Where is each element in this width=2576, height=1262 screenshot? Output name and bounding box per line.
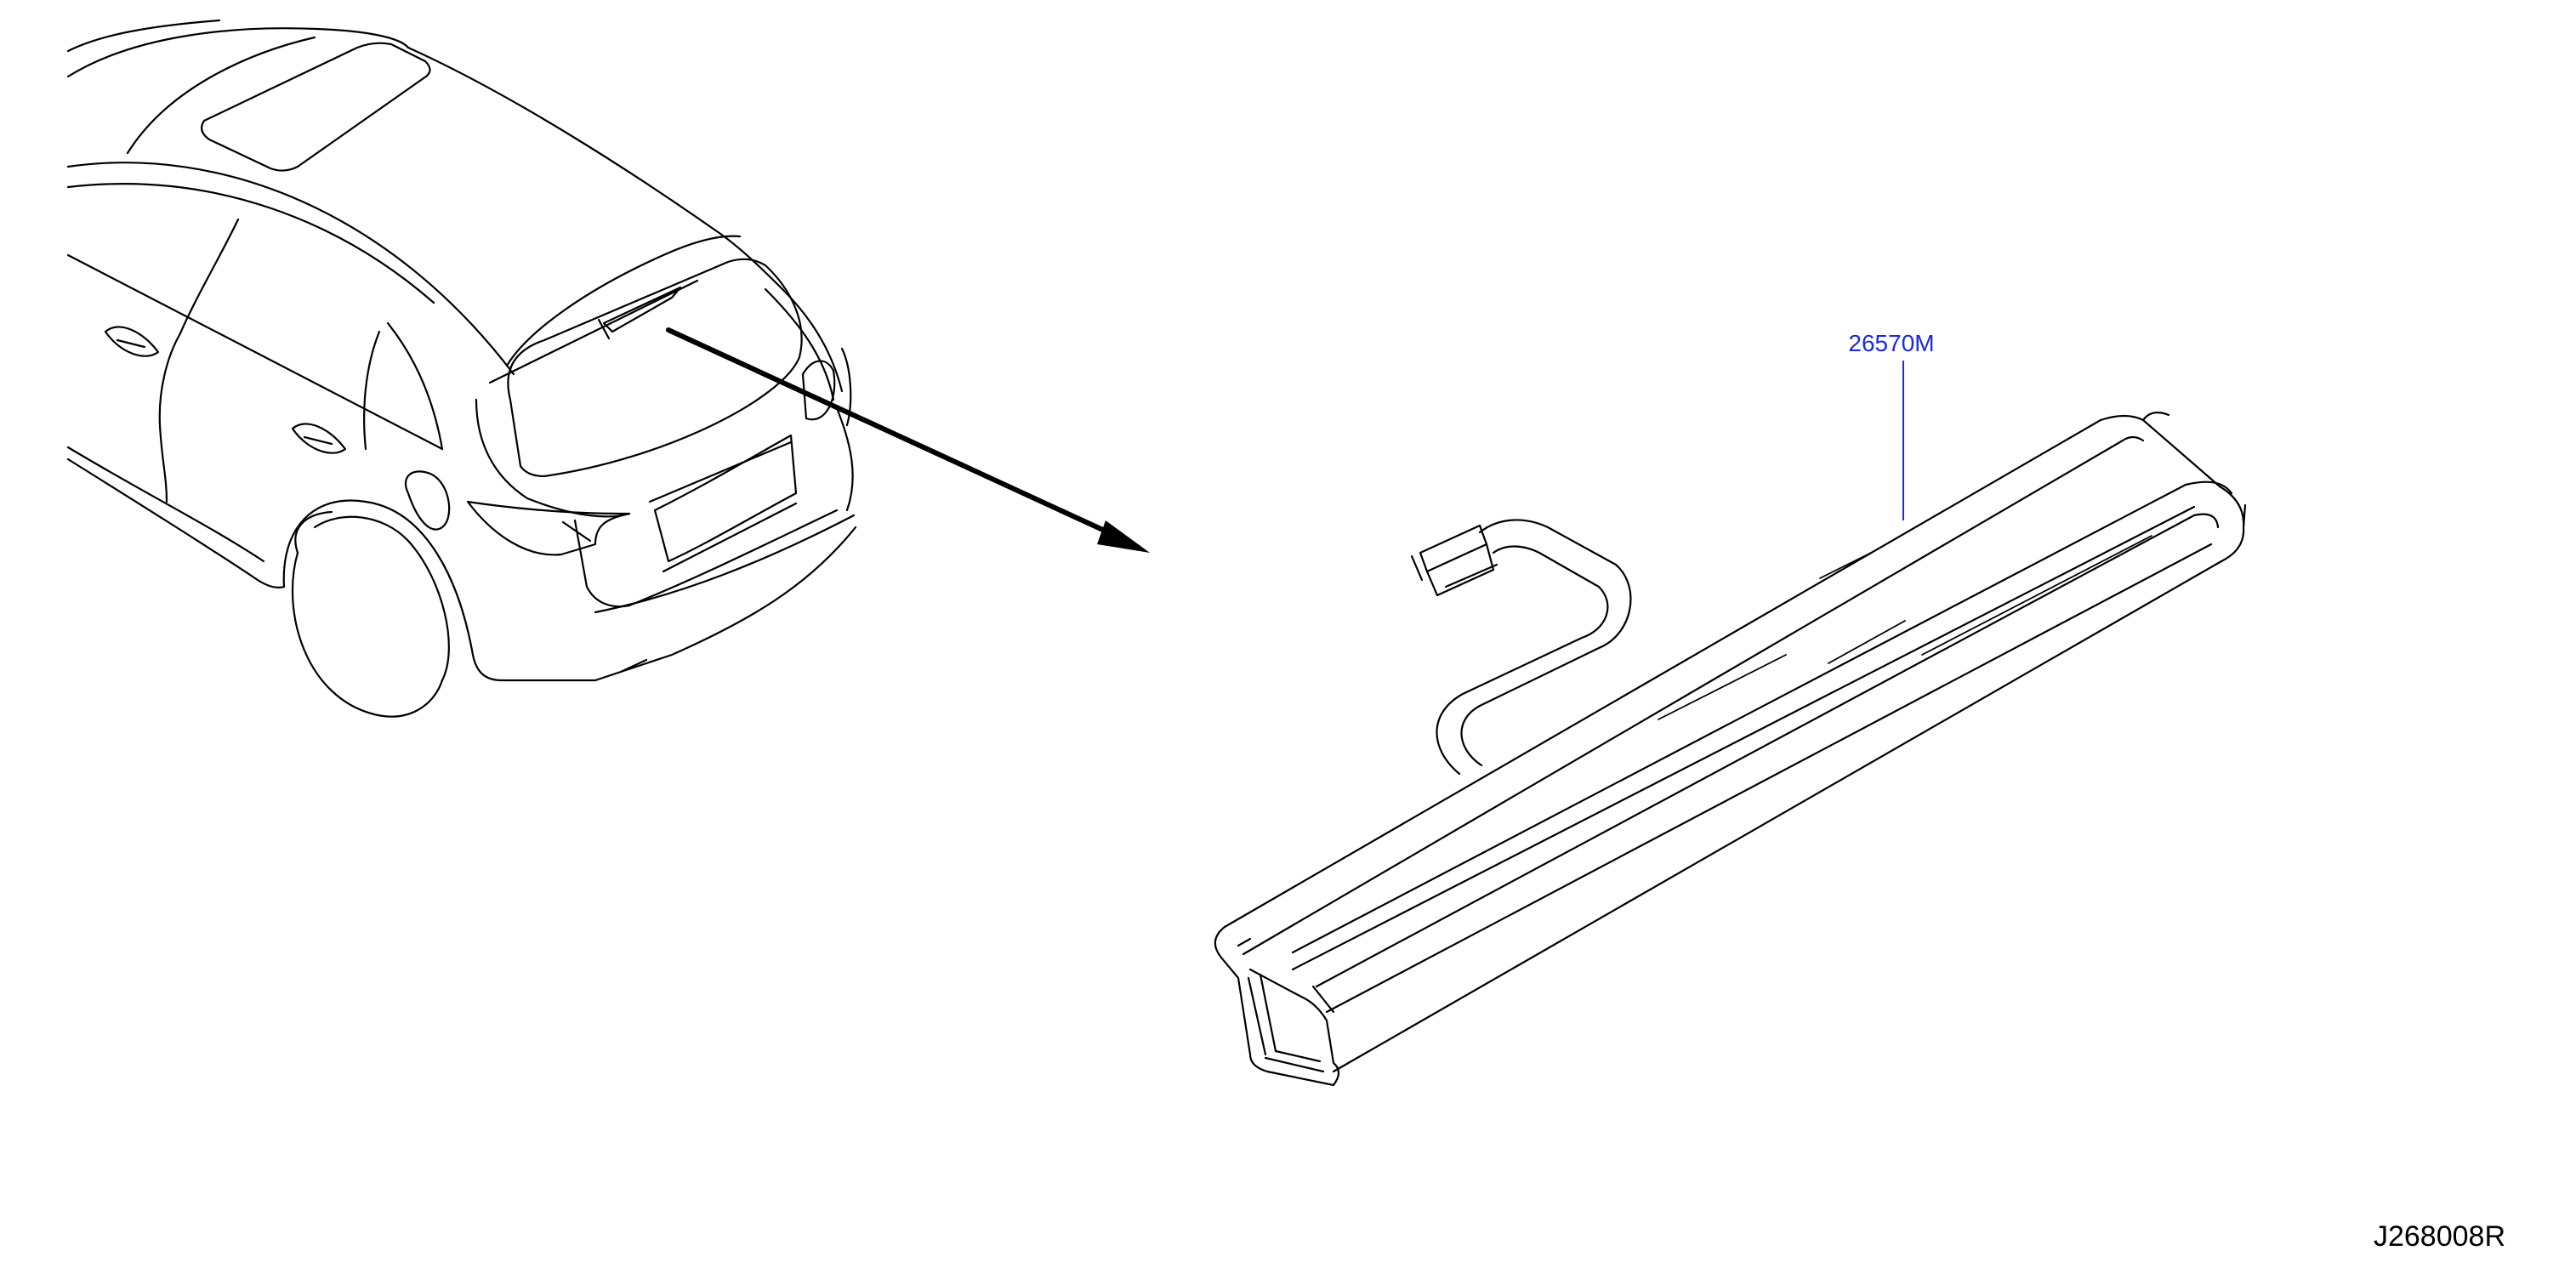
direction-arrow	[666, 327, 1150, 553]
part-callout: 26570M	[1848, 330, 1935, 520]
part-number-label[interactable]: 26570M	[1848, 330, 1934, 356]
diagram-reference-code: J268008R	[2374, 1220, 2505, 1253]
vehicle-illustration	[66, 19, 857, 718]
high-mount-stop-lamp	[1214, 411, 2247, 1087]
